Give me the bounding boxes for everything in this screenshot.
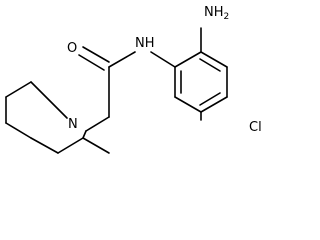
atom-label-chloro: Cl [249, 120, 262, 135]
atom-label-carbonyl-oxygen: O [67, 41, 77, 56]
ring-bond-1 [174, 51, 202, 68]
piperidine-bond-c3-c4 [30, 137, 59, 154]
bond-amide-n-ring [150, 51, 176, 68]
ring-bond-5 [174, 96, 202, 113]
piperidine-bond-c7-n [30, 81, 68, 119]
atom-label-amide-nitrogen: NH [135, 36, 155, 51]
piperidine-bond-c4-c5 [5, 122, 32, 139]
piperidine-bond-c6-c7 [5, 81, 32, 98]
atom-label-amino: NH2 [204, 5, 229, 22]
bond-carbonyl-amide-n [108, 51, 136, 68]
chemical-structure-diagram: NH2 NH O N Cl [5, 5, 262, 154]
ring-double-bond-2 [199, 92, 221, 106]
ring-bond-2 [200, 51, 228, 68]
bond-carbonyl-double-2 [78, 54, 105, 71]
atom-label-piperidine-nitrogen: N [68, 117, 78, 132]
piperidine-bond-n-c2 [82, 130, 87, 139]
bond-methyl [82, 137, 110, 154]
ring-double-bond-1 [199, 58, 221, 72]
piperidine-bond-c2-c3 [57, 137, 84, 154]
bond-carbonyl-double-1 [82, 46, 110, 63]
ring-bond-4 [200, 96, 228, 113]
bond-ch2-piperidine-n [85, 116, 110, 132]
